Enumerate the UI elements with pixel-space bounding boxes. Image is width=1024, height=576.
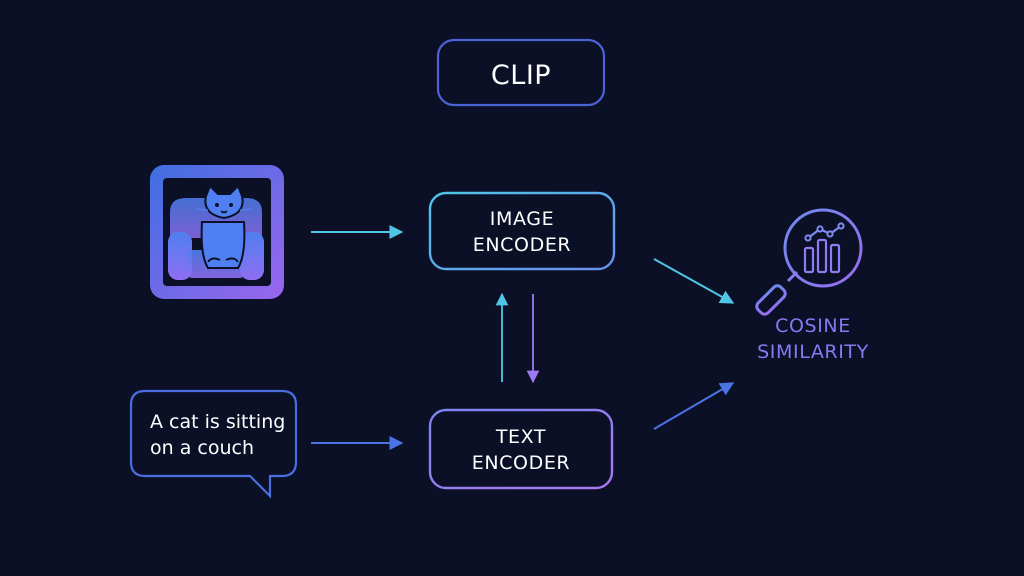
- text-encoder-node: TEXT ENCODER: [428, 408, 614, 490]
- speech-bubble: [129, 389, 298, 499]
- title-label: CLIP: [491, 60, 551, 91]
- arrow-text-encoder-to-similarity: [653, 382, 735, 430]
- title-box: [436, 38, 606, 107]
- arrow-image-encoder-to-similarity: [653, 258, 735, 304]
- magnifier-chart-icon: [755, 208, 863, 316]
- similarity-line-1: COSINE: [775, 315, 851, 337]
- image-encoder-box: [428, 191, 616, 271]
- text-encoder-box: [428, 408, 614, 490]
- input-image-node: [150, 165, 284, 299]
- image-encoder-node: IMAGE ENCODER: [428, 191, 616, 271]
- image-encoder-line-2: ENCODER: [473, 234, 571, 256]
- caption-node: A cat is sitting on a couch: [129, 389, 298, 499]
- similarity-node: COSINE SIMILARITY: [755, 208, 869, 363]
- image-encoder-line-1: IMAGE: [490, 208, 554, 230]
- cat-on-couch-icon: [168, 184, 264, 280]
- caption-line-2: on a couch: [150, 437, 254, 459]
- similarity-line-2: SIMILARITY: [757, 341, 869, 363]
- text-encoder-line-2: ENCODER: [472, 452, 570, 474]
- caption-line-1: A cat is sitting: [150, 411, 285, 433]
- text-encoder-line-1: TEXT: [495, 426, 546, 448]
- title-node: CLIP: [436, 38, 606, 107]
